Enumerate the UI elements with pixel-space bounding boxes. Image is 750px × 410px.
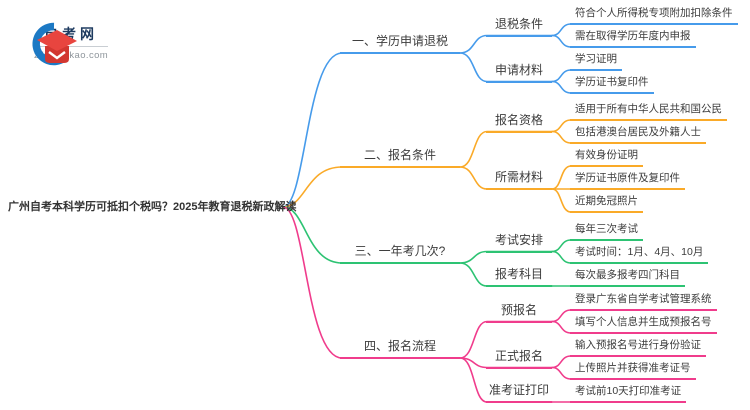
leaf-label: 包括港澳台居民及外籍人士 xyxy=(570,126,706,144)
mindmap-root-topic: 广州自考本科学历可抵扣个税吗？2025年教育退税新政解读 xyxy=(8,201,297,213)
subtopic-label: 正式报名 xyxy=(486,349,552,369)
subtopic-label: 退税条件 xyxy=(486,17,552,37)
leaf-label: 学历证书原件及复印件 xyxy=(570,172,685,190)
leaf-label: 考试前10天打印准考证 xyxy=(570,385,687,403)
branch-label-4: 四、报名流程 xyxy=(340,339,460,359)
subtopic-label: 所需材料 xyxy=(486,170,552,190)
connector-line xyxy=(551,23,572,37)
leaf-label: 每年三次考试 xyxy=(570,223,643,241)
connector-line xyxy=(282,52,343,208)
connector-line xyxy=(551,355,572,369)
connector-line xyxy=(551,69,572,83)
site-logo: 自考网 zikao-zikao.com xyxy=(28,20,109,66)
graduation-cap-icon xyxy=(32,22,77,66)
leaf-label: 近期免冠照片 xyxy=(570,195,643,213)
connector-line xyxy=(551,239,572,253)
subtopic-label: 预报名 xyxy=(486,303,552,323)
connector-line xyxy=(459,34,553,54)
leaf-label: 考试时间：1月、4月、10月 xyxy=(570,246,709,264)
subtopic-label: 准考证打印 xyxy=(486,383,552,403)
connector-line xyxy=(551,165,572,190)
branch-label-1: 一、学历申请退税 xyxy=(340,34,460,54)
connector-line xyxy=(551,320,572,334)
connector-line xyxy=(551,188,572,213)
leaf-label: 每次最多报考四门科目 xyxy=(570,269,685,287)
leaf-label: 需在取得学历年度内申报 xyxy=(570,30,696,48)
leaf-label: 学历证书复印件 xyxy=(570,76,654,94)
subtopic-label: 报考科目 xyxy=(486,267,552,287)
connector-line xyxy=(282,166,343,208)
connector-line xyxy=(282,206,343,359)
leaf-label: 上传照片并获得准考证号 xyxy=(570,362,696,380)
leaf-label: 登录广东省自学考试管理系统 xyxy=(570,293,717,311)
site-url: zikao-zikao.com xyxy=(34,46,109,61)
subtopic-label: 申请材料 xyxy=(486,63,552,83)
leaf-label: 符合个人所得税专项附加扣除条件 xyxy=(570,7,738,25)
subtopic-label: 报名资格 xyxy=(486,113,552,133)
connector-line xyxy=(551,309,572,323)
connector-line xyxy=(551,250,572,264)
leaf-label: 学习证明 xyxy=(570,53,622,71)
branch-label-2: 二、报名条件 xyxy=(340,148,460,168)
subtopic-label: 考试安排 xyxy=(486,233,552,253)
leaf-label: 输入预报名号进行身份验证 xyxy=(570,339,706,357)
leaf-label: 适用于所有中华人民共和国公民 xyxy=(570,103,727,121)
connector-line xyxy=(282,206,343,264)
leaf-label: 有效身份证明 xyxy=(570,149,643,167)
connector-line xyxy=(551,34,572,48)
branch-label-3: 三、一年考几次? xyxy=(340,244,460,264)
connector-line xyxy=(551,119,572,133)
connector-line xyxy=(459,250,553,264)
connector-line xyxy=(551,80,572,94)
connector-line xyxy=(551,130,572,144)
connector-line xyxy=(459,130,553,168)
connector-line xyxy=(551,366,572,380)
leaf-label: 填写个人信息并生成预报名号 xyxy=(570,316,717,334)
